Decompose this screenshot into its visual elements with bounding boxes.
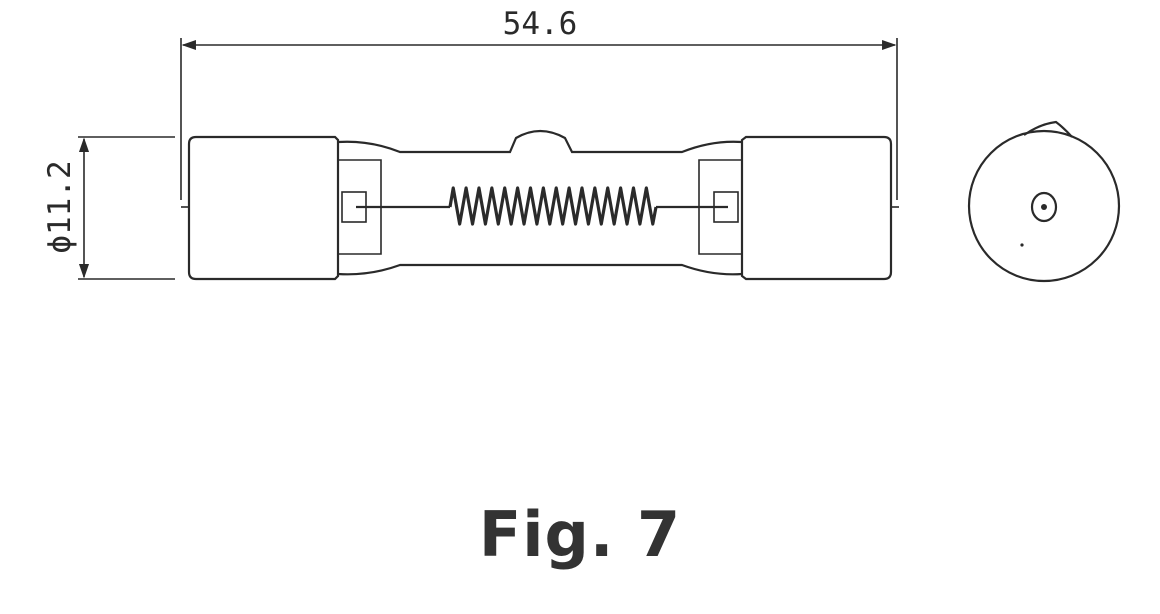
end-view-center-dot <box>1041 204 1047 210</box>
fuse-element-coil <box>448 186 658 226</box>
right-end-cap <box>740 135 893 281</box>
end-view-outline <box>967 129 1121 283</box>
glass-tube-top <box>337 129 743 154</box>
left-end-cap <box>187 135 340 281</box>
end-view-center-ring <box>1030 191 1058 223</box>
fuse-end-view <box>967 120 1121 283</box>
diameter-dimension-label: ϕ11.2 <box>42 160 78 253</box>
fuse-side-view <box>181 129 899 281</box>
coil-path <box>448 186 658 226</box>
length-dimension-label: 54.6 <box>503 6 578 42</box>
diameter-dimension: ϕ11.2 <box>42 136 175 280</box>
end-view-solder-bump <box>1023 120 1073 138</box>
length-dimension: 54.6 <box>180 6 898 200</box>
figure-caption: Fig. 7 <box>478 498 682 571</box>
end-view-speck <box>1020 243 1024 247</box>
glass-tube-bottom <box>337 263 743 276</box>
